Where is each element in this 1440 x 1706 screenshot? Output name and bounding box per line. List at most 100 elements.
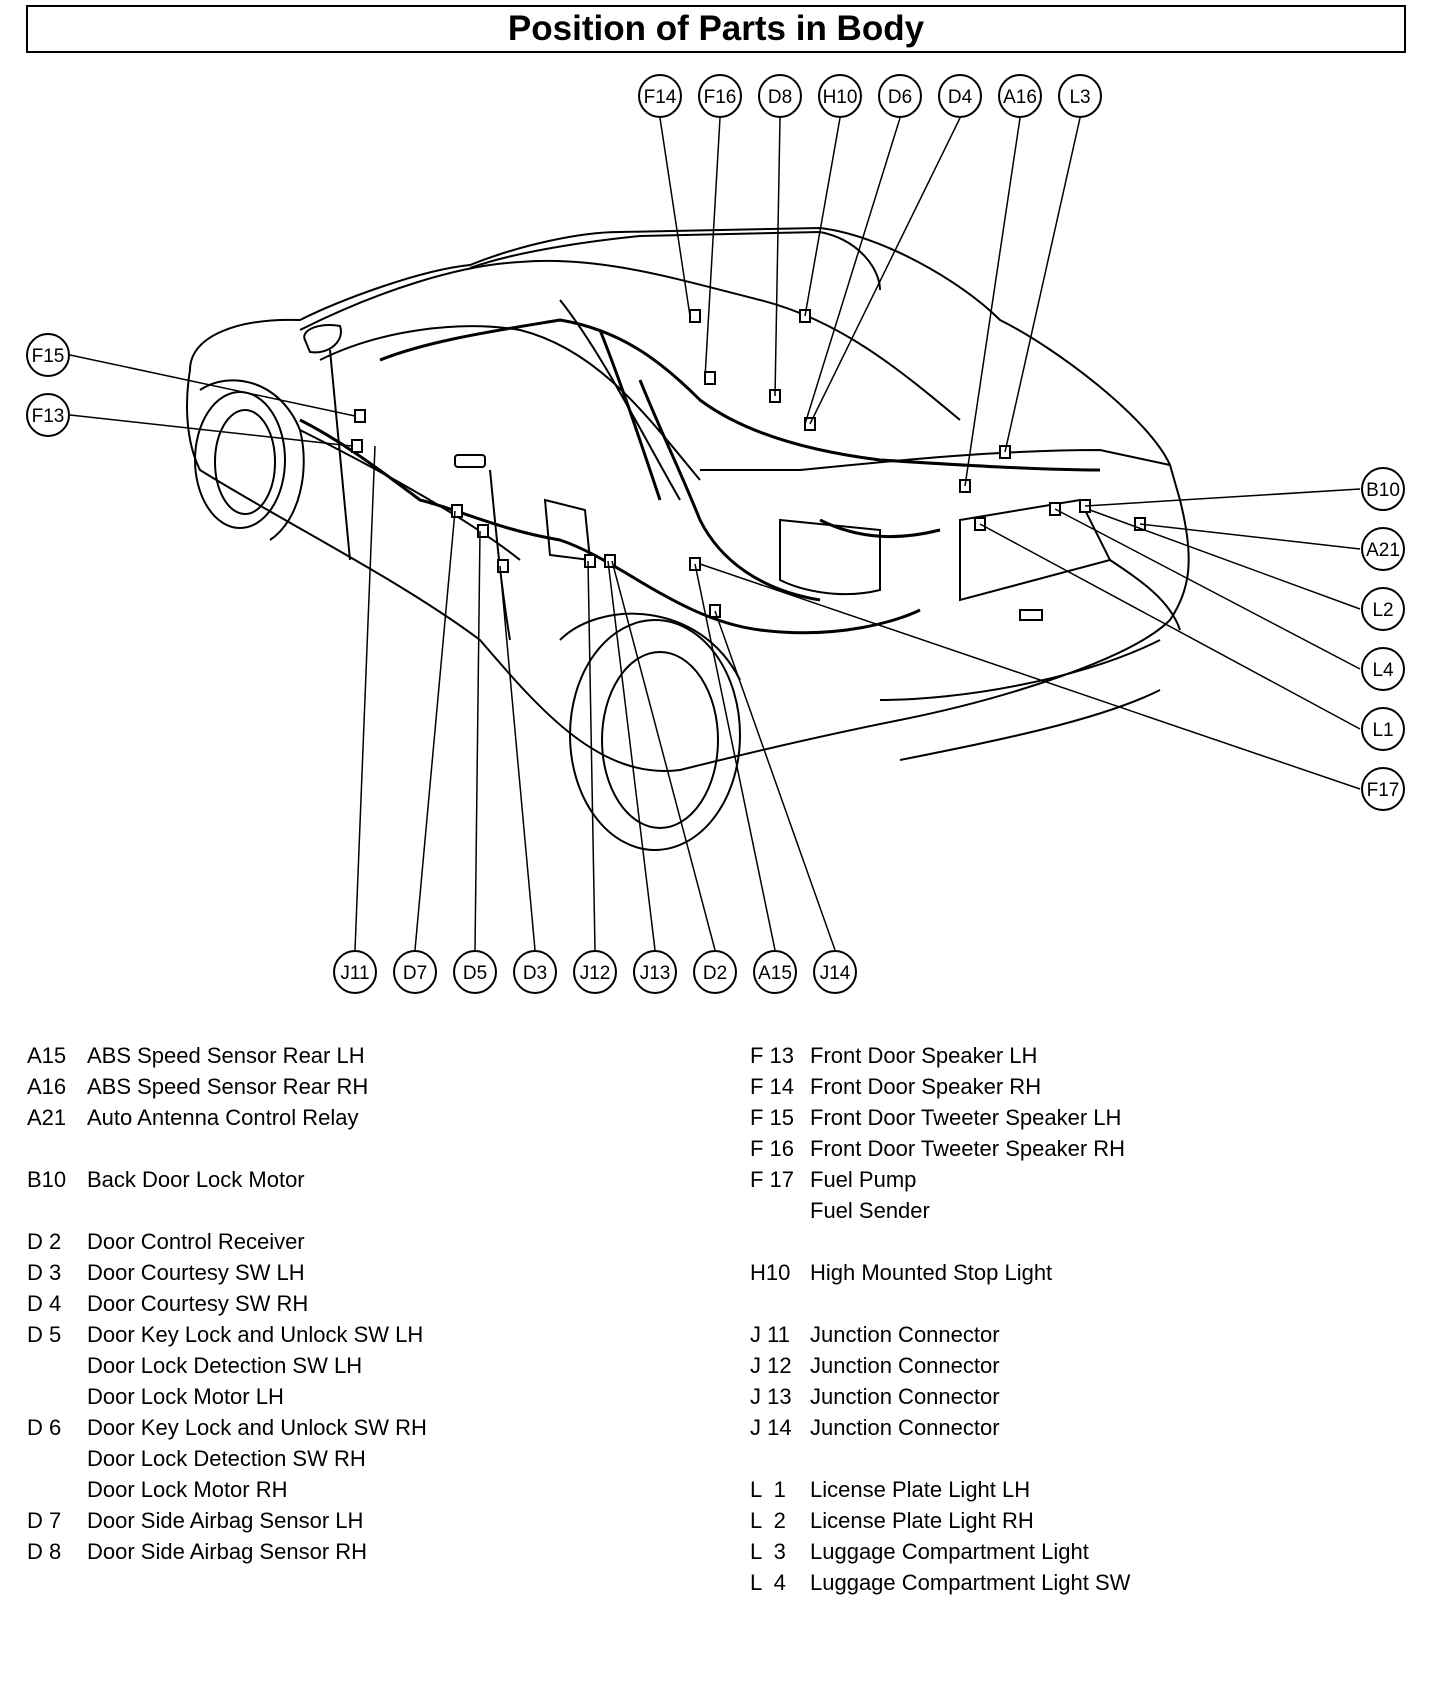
callout-label: L4 — [1372, 660, 1394, 681]
legend-code — [27, 1443, 87, 1474]
legend-item: L 1 License Plate Light LH — [750, 1474, 1130, 1505]
legend-code: D 6 — [27, 1415, 62, 1440]
legend-name: Door Lock Motor RH — [87, 1477, 288, 1502]
legend-name: Junction Connector — [810, 1353, 1000, 1378]
legend-item: J 11 Junction Connector — [750, 1319, 1130, 1350]
legend-name: Front Door Tweeter Speaker RH — [810, 1136, 1126, 1161]
legend-spacer — [27, 1133, 427, 1164]
legend-code: J 12 — [750, 1353, 792, 1378]
legend-code: D 7 — [27, 1508, 62, 1533]
legend-name: Fuel Pump — [810, 1167, 917, 1192]
legend-item: Door Lock Detection SW LH — [27, 1350, 427, 1381]
legend-item: D 3 Door Courtesy SW LH — [27, 1257, 427, 1288]
callout-label: F15 — [32, 346, 65, 367]
legend-spacer — [750, 1288, 1130, 1319]
legend-item: D 4 Door Courtesy SW RH — [27, 1288, 427, 1319]
legend-code: D 5 — [27, 1322, 62, 1347]
legend-name: Fuel Sender — [810, 1198, 930, 1223]
legend-code: D 4 — [27, 1291, 62, 1316]
legend-name: Door Courtesy SW RH — [87, 1291, 309, 1316]
legend-code: D 3 — [27, 1260, 62, 1285]
legend-name: Door Courtesy SW LH — [87, 1260, 305, 1285]
legend-name: Door Side Airbag Sensor RH — [87, 1539, 368, 1564]
callout-label: J12 — [580, 963, 611, 984]
legend-name: ABS Speed Sensor Rear RH — [87, 1074, 369, 1099]
legend-code: D 8 — [27, 1539, 62, 1564]
legend-name: License Plate Light LH — [810, 1477, 1031, 1502]
callout-label: D3 — [523, 963, 547, 984]
legend-item: J 12 Junction Connector — [750, 1350, 1130, 1381]
callout-label: D7 — [403, 963, 427, 984]
legend-code: J 13 — [750, 1384, 792, 1409]
legend-item: Fuel Sender — [750, 1195, 1130, 1226]
legend-name: Front Door Speaker RH — [810, 1074, 1042, 1099]
legend-item: F 17 Fuel Pump — [750, 1164, 1130, 1195]
callout-label: D5 — [463, 963, 487, 984]
legend-name: Back Door Lock Motor — [87, 1167, 305, 1192]
legend-code: H10 — [750, 1260, 791, 1285]
legend-code: L 2 — [750, 1508, 786, 1533]
legend-code: L 3 — [750, 1539, 786, 1564]
legend-name: Door Lock Detection SW RH — [87, 1446, 366, 1471]
legend-code — [27, 1350, 87, 1381]
legend-code — [750, 1195, 810, 1226]
legend-code: L 1 — [750, 1477, 786, 1502]
legend-name: Door Lock Motor LH — [87, 1384, 284, 1409]
callout-label: A21 — [1366, 540, 1400, 561]
legend-spacer — [750, 1226, 1130, 1257]
legend-name: High Mounted Stop Light — [810, 1260, 1053, 1285]
legend-code: A15 — [27, 1043, 67, 1068]
legend-name: Door Key Lock and Unlock SW LH — [87, 1322, 424, 1347]
legend-code: B10 — [27, 1167, 67, 1192]
legend-item: F 15 Front Door Tweeter Speaker LH — [750, 1102, 1130, 1133]
legend-item: Door Lock Detection SW RH — [27, 1443, 427, 1474]
callout-label: D6 — [888, 87, 912, 108]
legend-code: F 15 — [750, 1105, 795, 1130]
callout-label: F16 — [704, 87, 737, 108]
legend-code — [27, 1381, 87, 1412]
callout-label: A15 — [758, 963, 792, 984]
legend-name: Junction Connector — [810, 1322, 1000, 1347]
legend-code: A21 — [27, 1105, 67, 1130]
legend-item: H10 High Mounted Stop Light — [750, 1257, 1130, 1288]
callout-label: F17 — [1367, 780, 1400, 801]
legend-name: Luggage Compartment Light — [810, 1539, 1089, 1564]
legend-item: D 8 Door Side Airbag Sensor RH — [27, 1536, 427, 1567]
title-box: Position of Parts in Body — [26, 5, 1406, 53]
legend-item: J 13 Junction Connector — [750, 1381, 1130, 1412]
legend-item: D 6 Door Key Lock and Unlock SW RH — [27, 1412, 427, 1443]
legend-name: Junction Connector — [810, 1384, 1000, 1409]
callout-label: A16 — [1003, 87, 1037, 108]
callout-label: L3 — [1069, 87, 1090, 108]
legend-code: D 2 — [27, 1229, 62, 1254]
legend-name: Door Key Lock and Unlock SW RH — [87, 1415, 427, 1440]
leader-lines — [69, 117, 1361, 951]
legend-code: L 4 — [750, 1570, 786, 1595]
callout-label: H10 — [823, 87, 858, 108]
callout-label: D2 — [703, 963, 727, 984]
legend-name: Front Door Speaker LH — [810, 1043, 1038, 1068]
car-outline — [186, 226, 1190, 851]
callout-label: F14 — [644, 87, 677, 108]
car-body-diagram: F14 F16 D8 H10 D6 D4 A16 L3 F15 F13 B10 … — [26, 74, 1405, 994]
legend-code: A16 — [27, 1074, 67, 1099]
legend-name: Front Door Tweeter Speaker LH — [810, 1105, 1122, 1130]
callout-label: L2 — [1372, 600, 1393, 621]
legend-code: J 11 — [750, 1322, 790, 1347]
legend-item: L 3 Luggage Compartment Light — [750, 1536, 1130, 1567]
legend-item: B10 Back Door Lock Motor — [27, 1164, 427, 1195]
callout-label: B10 — [1366, 480, 1400, 501]
legend-code: F 17 — [750, 1167, 795, 1192]
callouts-top: F14 F16 D8 H10 D6 D4 A16 L3 — [638, 74, 1102, 118]
